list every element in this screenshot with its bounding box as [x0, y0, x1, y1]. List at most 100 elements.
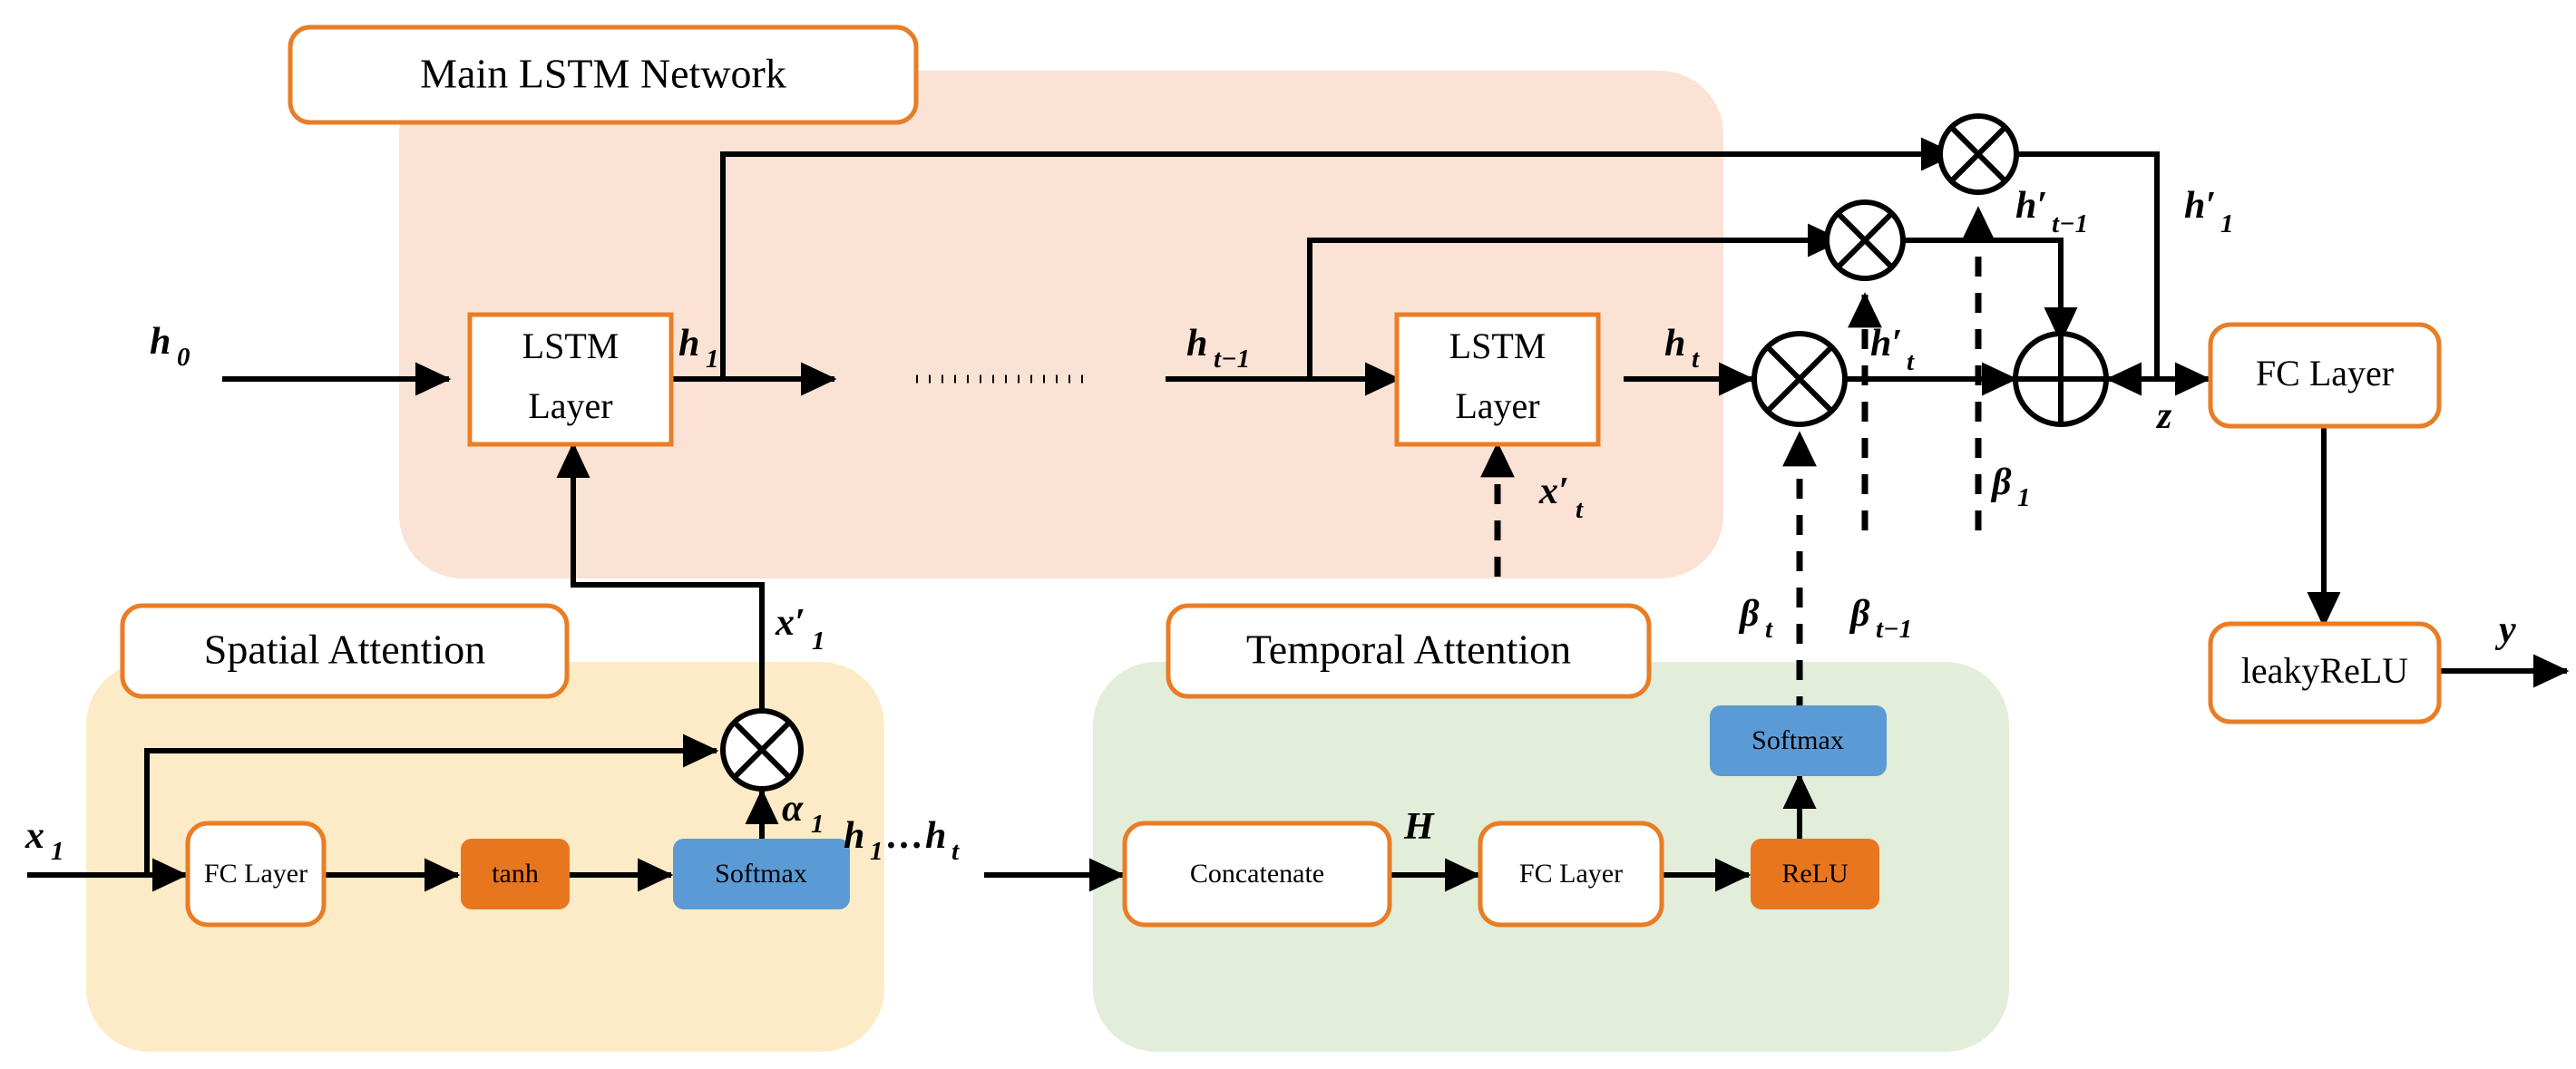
svg-text:h: h [678, 323, 699, 364]
wire-xp1-to-lstm1 [556, 442, 765, 709]
label-hprime-t-minus-1: h′ t−1 [2015, 185, 2088, 238]
label-hprime-t: h′ t [1870, 323, 1915, 376]
svg-text:h: h [844, 815, 864, 857]
label-alpha-1: α 1 [782, 788, 825, 839]
label-hprime-1: h′ 1 [2184, 185, 2234, 238]
leaky-relu-box[interactable] [2208, 621, 2442, 724]
label-h-t-minus-1: h t−1 [1186, 323, 1250, 374]
spatial-softmax-label: Softmax [715, 859, 807, 889]
svg-text:1: 1 [2017, 483, 2031, 512]
output-fc-layer[interactable]: FC Layer [2208, 322, 2442, 429]
temporal-attention-title-label: Temporal Attention [1246, 627, 1571, 673]
svg-text:t: t [951, 837, 960, 866]
label-y: y [2494, 609, 2516, 651]
spatial-fc-layer[interactable]: FC Layer [185, 821, 327, 928]
svg-text:t−1: t−1 [1214, 345, 1250, 374]
add-op [2013, 331, 2109, 427]
svg-text:…: … [886, 815, 924, 857]
svg-text:x′: x′ [775, 602, 805, 644]
lstm-layer-1-line2: Layer [528, 385, 612, 426]
temporal-fc-layer-label: FC Layer [1519, 859, 1623, 889]
svg-text:h′: h′ [2184, 185, 2216, 227]
wire-mul-1-to-sum [2002, 151, 2160, 396]
svg-text:β: β [1990, 462, 2012, 503]
svg-text:t: t [1692, 345, 1700, 374]
concatenate-node[interactable]: Concatenate [1122, 821, 1392, 928]
multiply-op-1-cross [1949, 125, 2007, 183]
temporal-softmax-box[interactable] [1710, 705, 1887, 776]
lstm-layer-t[interactable]: LSTM Layer [1394, 312, 1601, 447]
svg-text:h: h [1664, 323, 1685, 364]
multiply-op-1 [1937, 113, 2019, 195]
main-lstm-title-label: Main LSTM Network [420, 51, 786, 97]
tanh-box[interactable] [461, 839, 570, 909]
svg-text:β: β [1849, 593, 1870, 635]
multiply-op-spatial-cross [732, 720, 792, 780]
multiply-op-t-cross [1765, 345, 1834, 413]
relu-box[interactable] [1751, 839, 1879, 909]
multiply-op-spatial [720, 708, 804, 792]
spatial-fc-layer-box[interactable] [185, 821, 327, 928]
spatial-fc-layer-label: FC Layer [204, 859, 307, 889]
svg-text:β: β [1738, 593, 1760, 635]
label-H: H [1403, 806, 1435, 848]
main-lstm-title-box [288, 24, 919, 125]
temporal-fc-layer-box[interactable] [1478, 821, 1664, 928]
svg-text:1: 1 [51, 837, 64, 866]
wire-h1-branch-up [720, 137, 1957, 379]
multiply-op-t [1751, 331, 1848, 427]
svg-text:y: y [2494, 609, 2516, 651]
output-fc-layer-box[interactable] [2208, 322, 2442, 429]
lstm-layer-t-box[interactable] [1394, 312, 1601, 447]
main-lstm-title: Main LSTM Network [288, 24, 919, 125]
svg-text:t: t [1576, 495, 1584, 524]
lstm-layer-1-line1: LSTM [522, 326, 620, 366]
lstm-layer-1-box[interactable] [467, 312, 674, 447]
label-x1: x 1 [24, 815, 64, 866]
relu-node[interactable]: ReLU [1751, 839, 1879, 909]
svg-text:1: 1 [870, 837, 883, 866]
label-h0: h 0 [150, 321, 190, 372]
relu-label: ReLU [1781, 859, 1849, 889]
spatial-attention-title: Spatial Attention [120, 603, 570, 699]
svg-text:h: h [1186, 323, 1207, 364]
tanh-node[interactable]: tanh [461, 839, 570, 909]
svg-text:H: H [1403, 806, 1435, 848]
concatenate-label: Concatenate [1190, 859, 1324, 889]
svg-text:1: 1 [706, 345, 719, 374]
add-op-plus [2015, 334, 2106, 424]
svg-text:h: h [925, 815, 946, 857]
label-beta-1: β 1 [1990, 462, 2031, 512]
label-xprime-t: x′ t [1538, 471, 1584, 524]
temporal-attention-title-box [1166, 603, 1652, 699]
svg-text:z: z [2155, 395, 2172, 437]
spatial-softmax-node[interactable]: Softmax [673, 839, 850, 909]
leaky-relu-node[interactable]: leakyReLU [2208, 621, 2442, 724]
temporal-fc-layer[interactable]: FC Layer [1478, 821, 1664, 928]
label-h1: h 1 [678, 323, 719, 374]
temporal-softmax-label: Softmax [1751, 725, 1844, 755]
main-lstm-region [399, 71, 1723, 578]
label-h1-dots-ht: h 1 … h t [844, 815, 960, 866]
svg-text:t−1: t−1 [1876, 615, 1912, 644]
svg-text:1: 1 [812, 627, 825, 656]
svg-text:t−1: t−1 [2052, 209, 2088, 238]
spatial-attention-title-label: Spatial Attention [204, 627, 485, 673]
label-h-t: h t [1664, 323, 1700, 374]
wire-mul-tminus1-to-sum [1888, 238, 2078, 344]
svg-text:h′: h′ [2015, 185, 2047, 227]
output-fc-layer-label: FC Layer [2256, 353, 2394, 394]
concatenate-box[interactable] [1122, 821, 1392, 928]
svg-text:h: h [150, 321, 171, 363]
svg-text:t: t [1907, 347, 1915, 376]
temporal-softmax-node[interactable]: Softmax [1710, 705, 1887, 776]
lstm-layer-t-line1: LSTM [1449, 326, 1547, 366]
temporal-attention-title: Temporal Attention [1166, 603, 1652, 699]
lstm-layer-1[interactable]: LSTM Layer [467, 312, 674, 447]
svg-text:x: x [24, 815, 44, 857]
svg-text:x′: x′ [1538, 471, 1569, 512]
tanh-label: tanh [492, 859, 539, 889]
multiply-op-t-minus1-cross [1836, 211, 1894, 269]
spatial-softmax-box[interactable] [673, 839, 850, 909]
